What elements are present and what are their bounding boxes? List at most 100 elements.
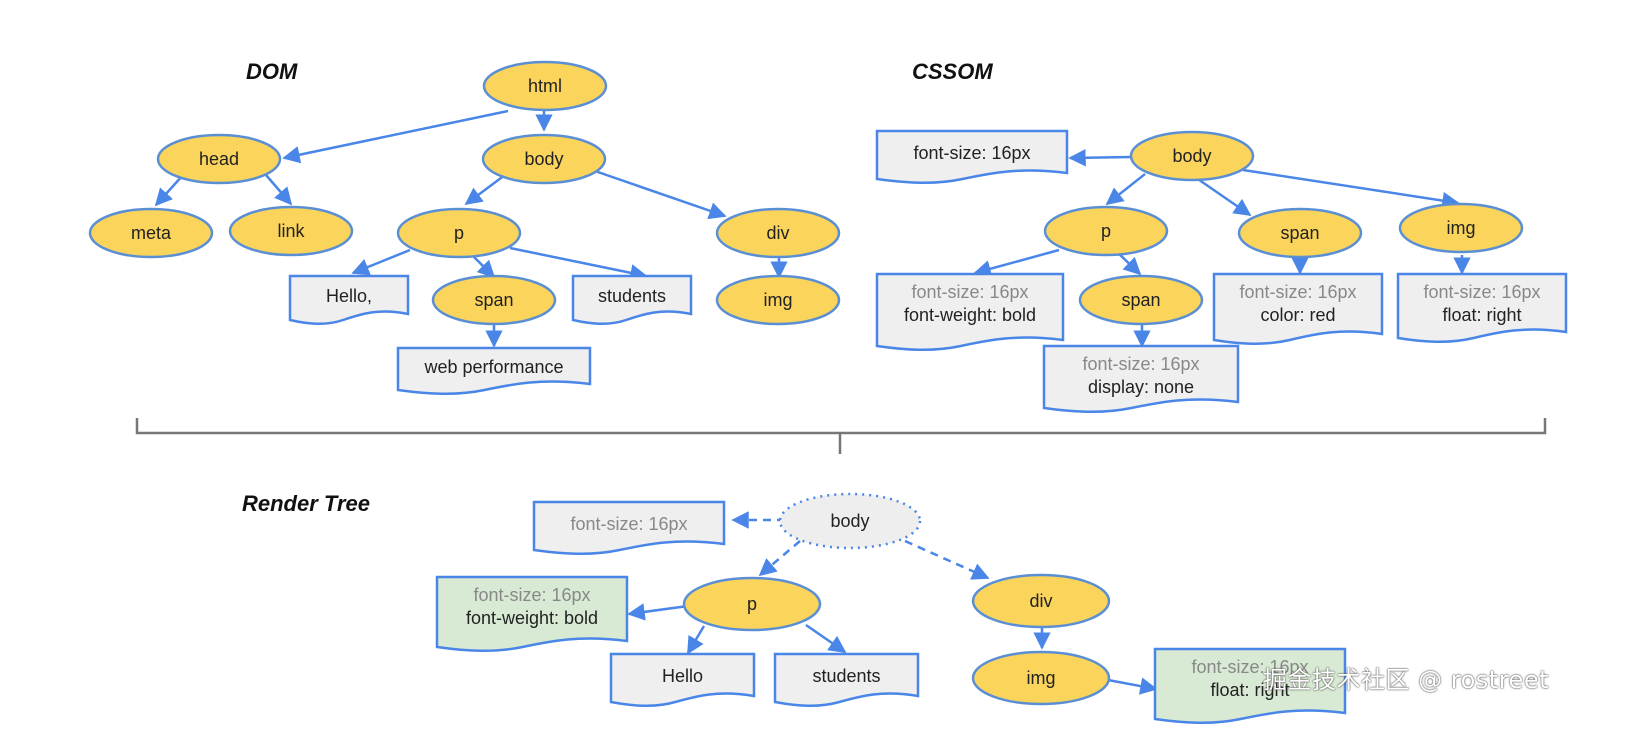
dom-node-meta-label: meta [131,223,172,243]
dom-node-html-label: html [528,76,562,96]
render-node-body-label: body [830,511,869,531]
cssom-style-span-child-inherited-style: font-size: 16px [1082,354,1199,374]
cssom-node-span-label: span [1280,223,1319,243]
cssom-style-img: font-size: 16px float: right [1396,272,1568,344]
dom-node-img: img [715,274,841,326]
render-text-hello-text: Hello [662,666,703,686]
edge-cssom-body-img [1242,168,1460,210]
cssom-style-p-own-style: font-weight: bold [904,305,1036,325]
dom-node-link-shape [228,205,354,257]
render-node-body: body [778,492,922,550]
dom-text-students-shape [571,274,693,325]
render-node-div-label: div [1029,591,1052,611]
render-style-p-own-style: font-weight: bold [466,608,598,628]
cssom-node-body: body [1129,130,1255,182]
dom-node-body: body [481,133,607,185]
dom-node-span-label: span [474,290,513,310]
cssom-style-img-own-style: float: right [1442,305,1521,325]
cssom-node-body-shape [1129,130,1255,182]
cssom-node-body-label: body [1172,146,1211,166]
render-style-img-own-style: float: right [1210,680,1289,700]
edges [154,109,1471,695]
render-style-body-text: font-size: 16px [570,514,687,534]
render-node-p-shape [682,576,822,632]
dom-text-web-performance-shape [396,346,592,395]
dom-node-p-label: p [454,223,464,243]
edge-cssom-p-style [973,248,1060,278]
render-text-students: students [773,652,920,708]
render-style-img: font-size: 16px float: right [1153,647,1347,724]
dom-node-link: link [228,205,354,257]
edge-head-meta [154,174,184,207]
cssom-style-p-shape [875,272,1065,351]
dom-text-hello: Hello, [288,274,410,325]
cssom-style-span-child-own-style: display: none [1088,377,1194,397]
cssom-style-span-shape [1212,272,1384,346]
edge-p-students [509,246,648,282]
dom-node-head: head [156,133,282,185]
dom-text-web-performance: web performance [396,346,592,395]
cssom-style-body: font-size: 16px [875,129,1069,184]
dom-node-head-shape [156,133,282,185]
dom-node-p: p [396,207,522,259]
render-style-img-inherited-style: font-size: 16px [1191,657,1308,677]
cssom-style-p-inherited-style: font-size: 16px [911,282,1028,302]
dom-node-html-shape [482,60,608,112]
cssom-style-body-text: font-size: 16px [913,143,1030,163]
dom-node-span-shape [431,274,557,326]
cssom-node-img-shape [1398,202,1524,254]
cssom-node-span-child-label: span [1121,290,1160,310]
cssom-style-span-inherited-style: font-size: 16px [1239,282,1356,302]
render-style-img-shape [1153,647,1347,724]
watermark: 掘金技术社区 @ rostreet [1263,666,1549,694]
render-node-body-shape [778,492,922,550]
cssom-style-span-child-shape [1042,344,1240,413]
dom-node-html: html [482,60,608,112]
dom-node-img-label: img [763,290,792,310]
dom-node-p-shape [396,207,522,259]
dom-node-link-label: link [277,221,305,241]
render-style-p: font-size: 16px font-weight: bold [435,575,629,652]
cssom-style-span-child: font-size: 16px display: none [1042,344,1240,413]
dom-text-students: students [571,274,693,325]
render-style-body: font-size: 16px [532,500,726,555]
render-tree-title: Render Tree [242,491,370,516]
cssom-node-p-label: p [1101,221,1111,241]
cssom-style-img-shape [1396,272,1568,344]
edge-render-p-style [627,603,689,621]
render-node-div: div [971,573,1111,629]
dom-node-meta-shape [88,207,214,259]
cssom-style-body-shape [875,129,1069,184]
edge-body-div [591,168,727,220]
merge-bracket [135,418,1547,454]
edge-cssom-body-p [1105,173,1146,206]
edge-cssom-body-span [1191,173,1252,217]
cssom-title: CSSOM [912,59,993,84]
render-node-p: p [682,576,822,632]
render-text-hello-shape [609,652,756,708]
render-node-p-label: p [747,594,757,614]
edge-render-p-students [805,623,847,654]
edge-p-hello [351,248,411,276]
cssom-node-img: img [1398,202,1524,254]
cssom-node-span-shape [1237,207,1363,259]
dom-title: DOM [246,59,298,84]
cssom-node-img-label: img [1446,218,1475,238]
render-text-students-text: students [812,666,880,686]
render-style-p-inherited-style: font-size: 16px [473,585,590,605]
dom-node-img-shape [715,274,841,326]
render-node-img-label: img [1026,668,1055,688]
cssom-style-img-inherited-style: font-size: 16px [1423,282,1540,302]
edge-render-img-style [1107,677,1158,695]
cssom-node-span-child-shape [1078,274,1204,326]
render-style-p-shape [435,575,629,652]
dom-text-students-text: students [598,286,666,306]
edge-render-body-div [904,539,990,580]
edge-head-link [265,174,293,206]
render-node-img: img [971,650,1111,706]
cssom-node-span: span [1237,207,1363,259]
dom-node-div: div [715,207,841,259]
dom-node-head-label: head [199,149,239,169]
